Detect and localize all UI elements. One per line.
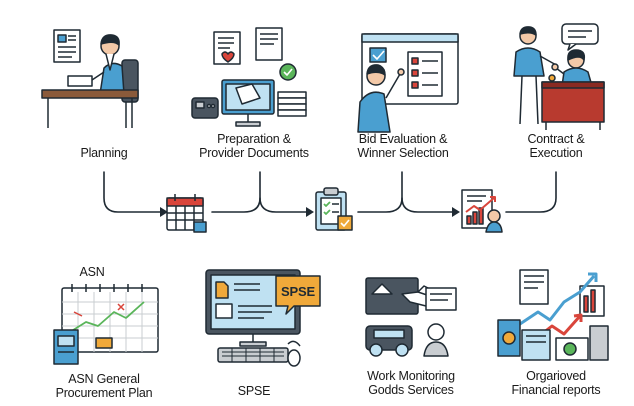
handshake-meeting-icon xyxy=(513,23,605,130)
item-label-financial: Orgarioved Financial reports xyxy=(511,369,601,397)
calendar-icon xyxy=(166,194,207,233)
item-label-monitoring: Work Monitoring Godds Services xyxy=(367,369,455,397)
monitoring-handshake-icon xyxy=(365,277,457,357)
computer-documents-icon xyxy=(191,27,307,127)
procurement-calendar-icon xyxy=(53,284,159,365)
growth-report-icon xyxy=(461,189,503,233)
financial-reports-icon xyxy=(497,269,609,361)
step-label-evaluation: Bid Evaluation & Winner Selection xyxy=(357,132,449,160)
item-label-asn: ASN General Procurement Plan xyxy=(55,372,153,400)
spse-monitor-icon xyxy=(205,269,321,367)
person-at-board-icon xyxy=(357,33,459,133)
spse-badge: SPSE xyxy=(281,284,315,299)
checklist-clipboard-icon xyxy=(315,187,353,231)
step-label-planning: Planning xyxy=(80,146,128,160)
person-at-desk-icon xyxy=(41,29,139,128)
step-label-contract: Contract & Execution xyxy=(527,132,585,160)
item-label-spse: SPSE xyxy=(237,384,271,398)
step-label-preparation: Preparation & Provider Documents xyxy=(199,132,309,160)
asn-heading: ASN xyxy=(79,265,105,279)
